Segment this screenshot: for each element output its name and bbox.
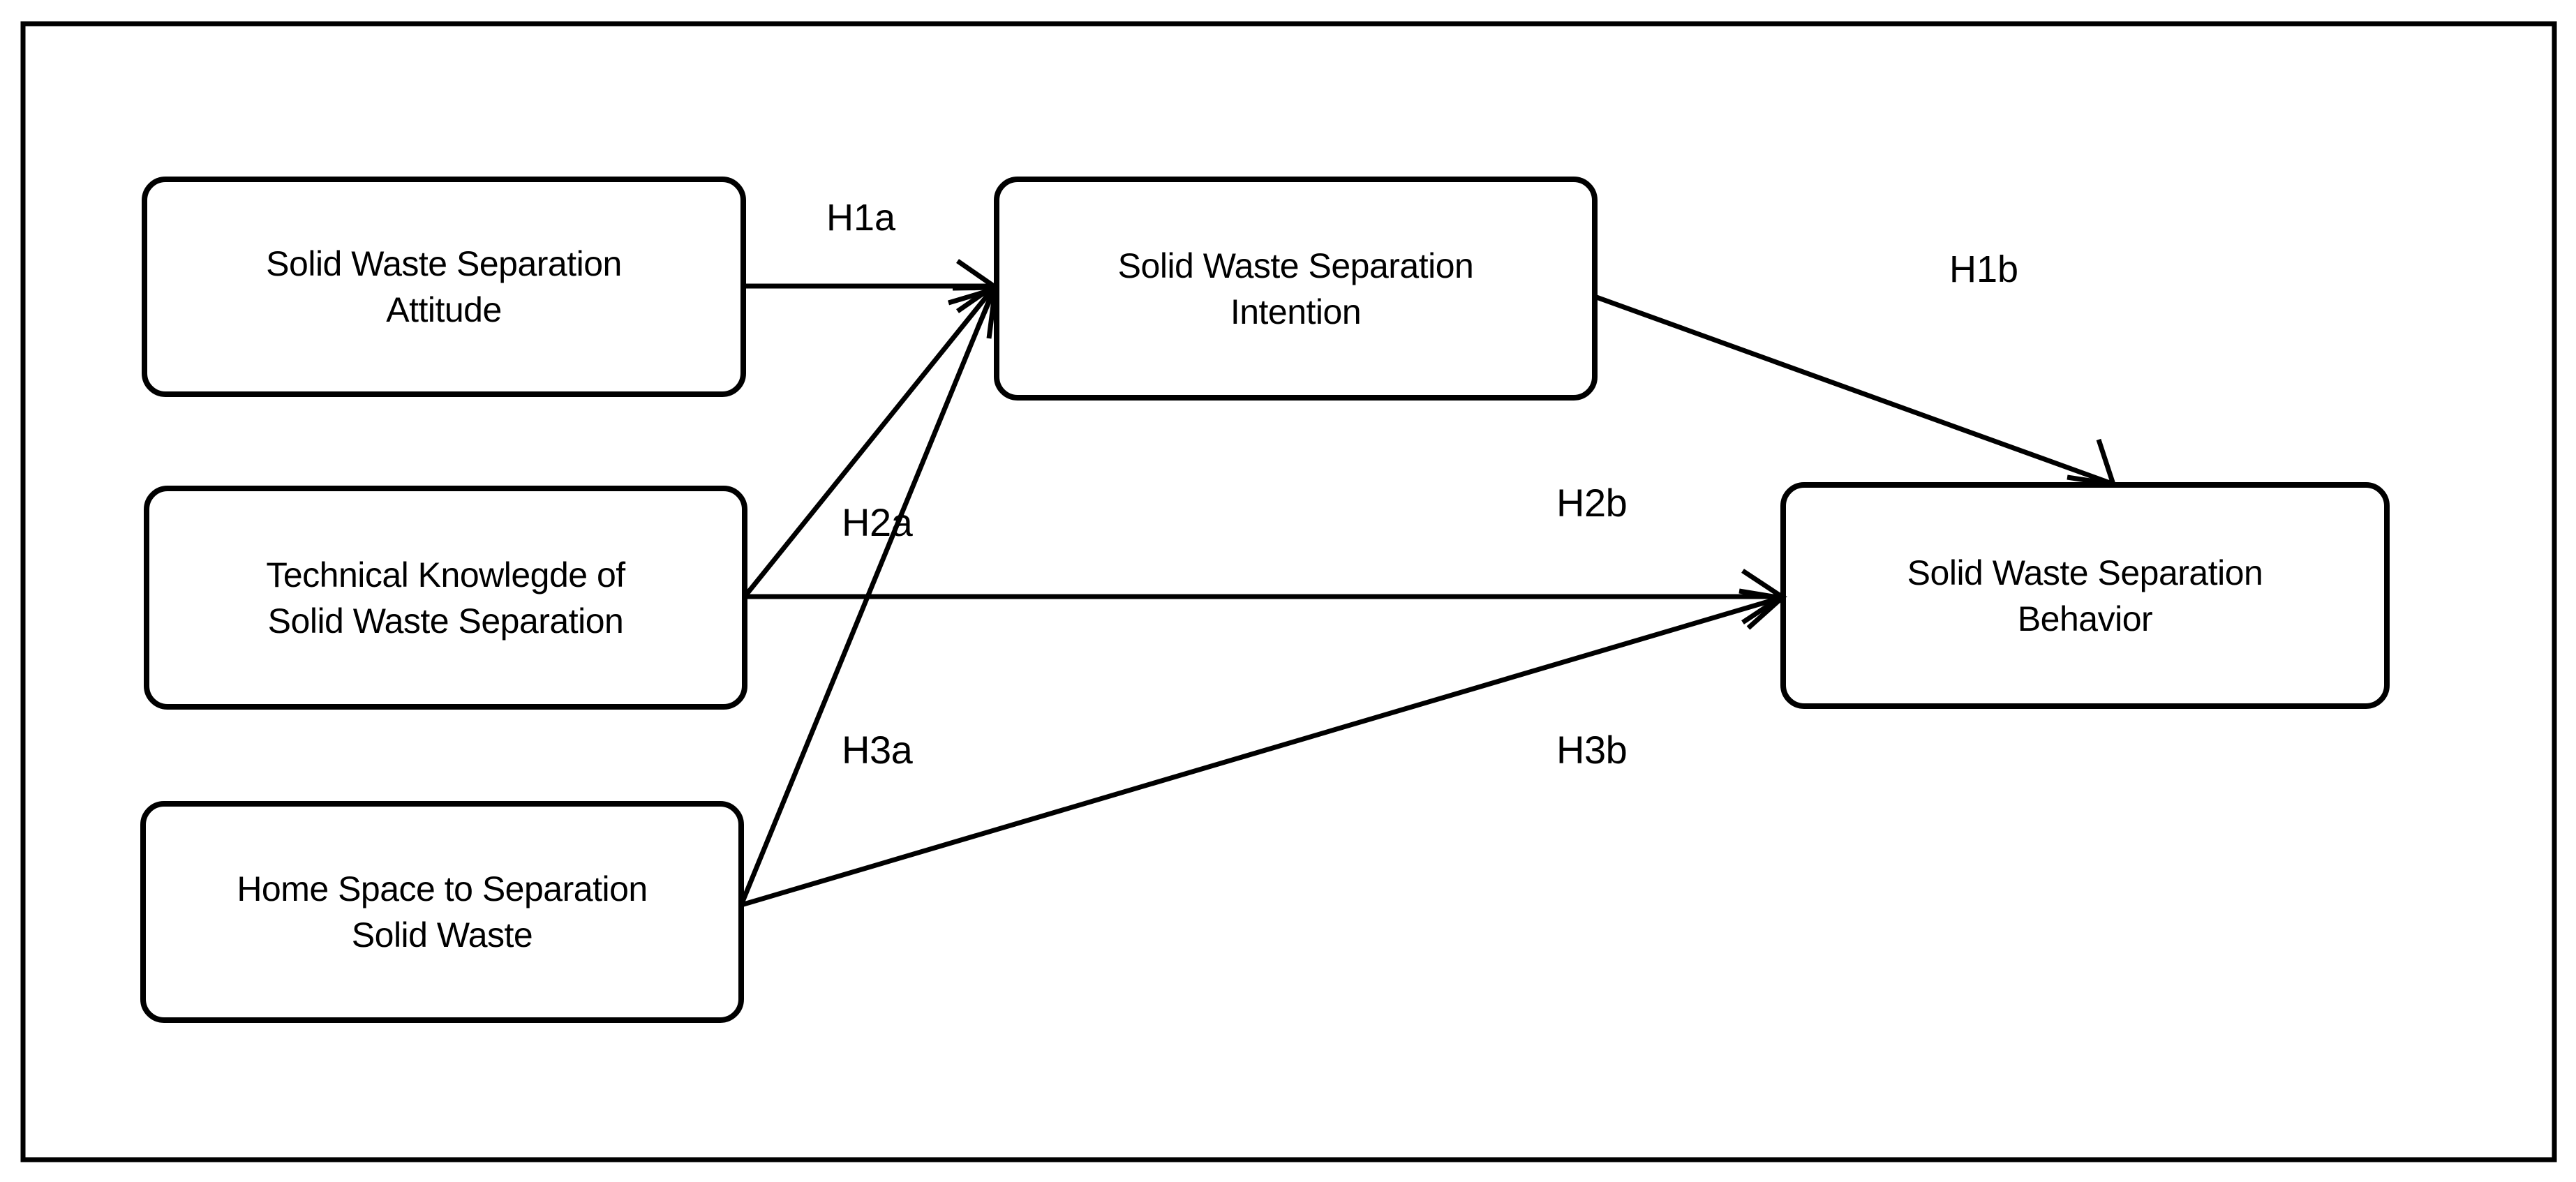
edge-label-h1a: H1a	[826, 197, 896, 239]
edge-label-h3a: H3a	[842, 728, 913, 772]
edge-h1b	[1593, 294, 2117, 488]
edge-label-h3b: H3b	[1556, 728, 1628, 772]
edge-label-h2a: H2a	[842, 500, 913, 544]
node-box-home-space[interactable]	[140, 801, 744, 1023]
node-box-technical-knowledge[interactable]	[144, 486, 747, 710]
node-box-behavior[interactable]	[1780, 482, 2390, 709]
edge-h3b	[740, 588, 1787, 908]
node-box-intention[interactable]	[994, 177, 1598, 401]
edge-label-h2b: H2b	[1556, 481, 1628, 525]
edge-label-h1b: H1b	[1949, 248, 2019, 290]
node-box-attitude[interactable]	[142, 177, 746, 397]
